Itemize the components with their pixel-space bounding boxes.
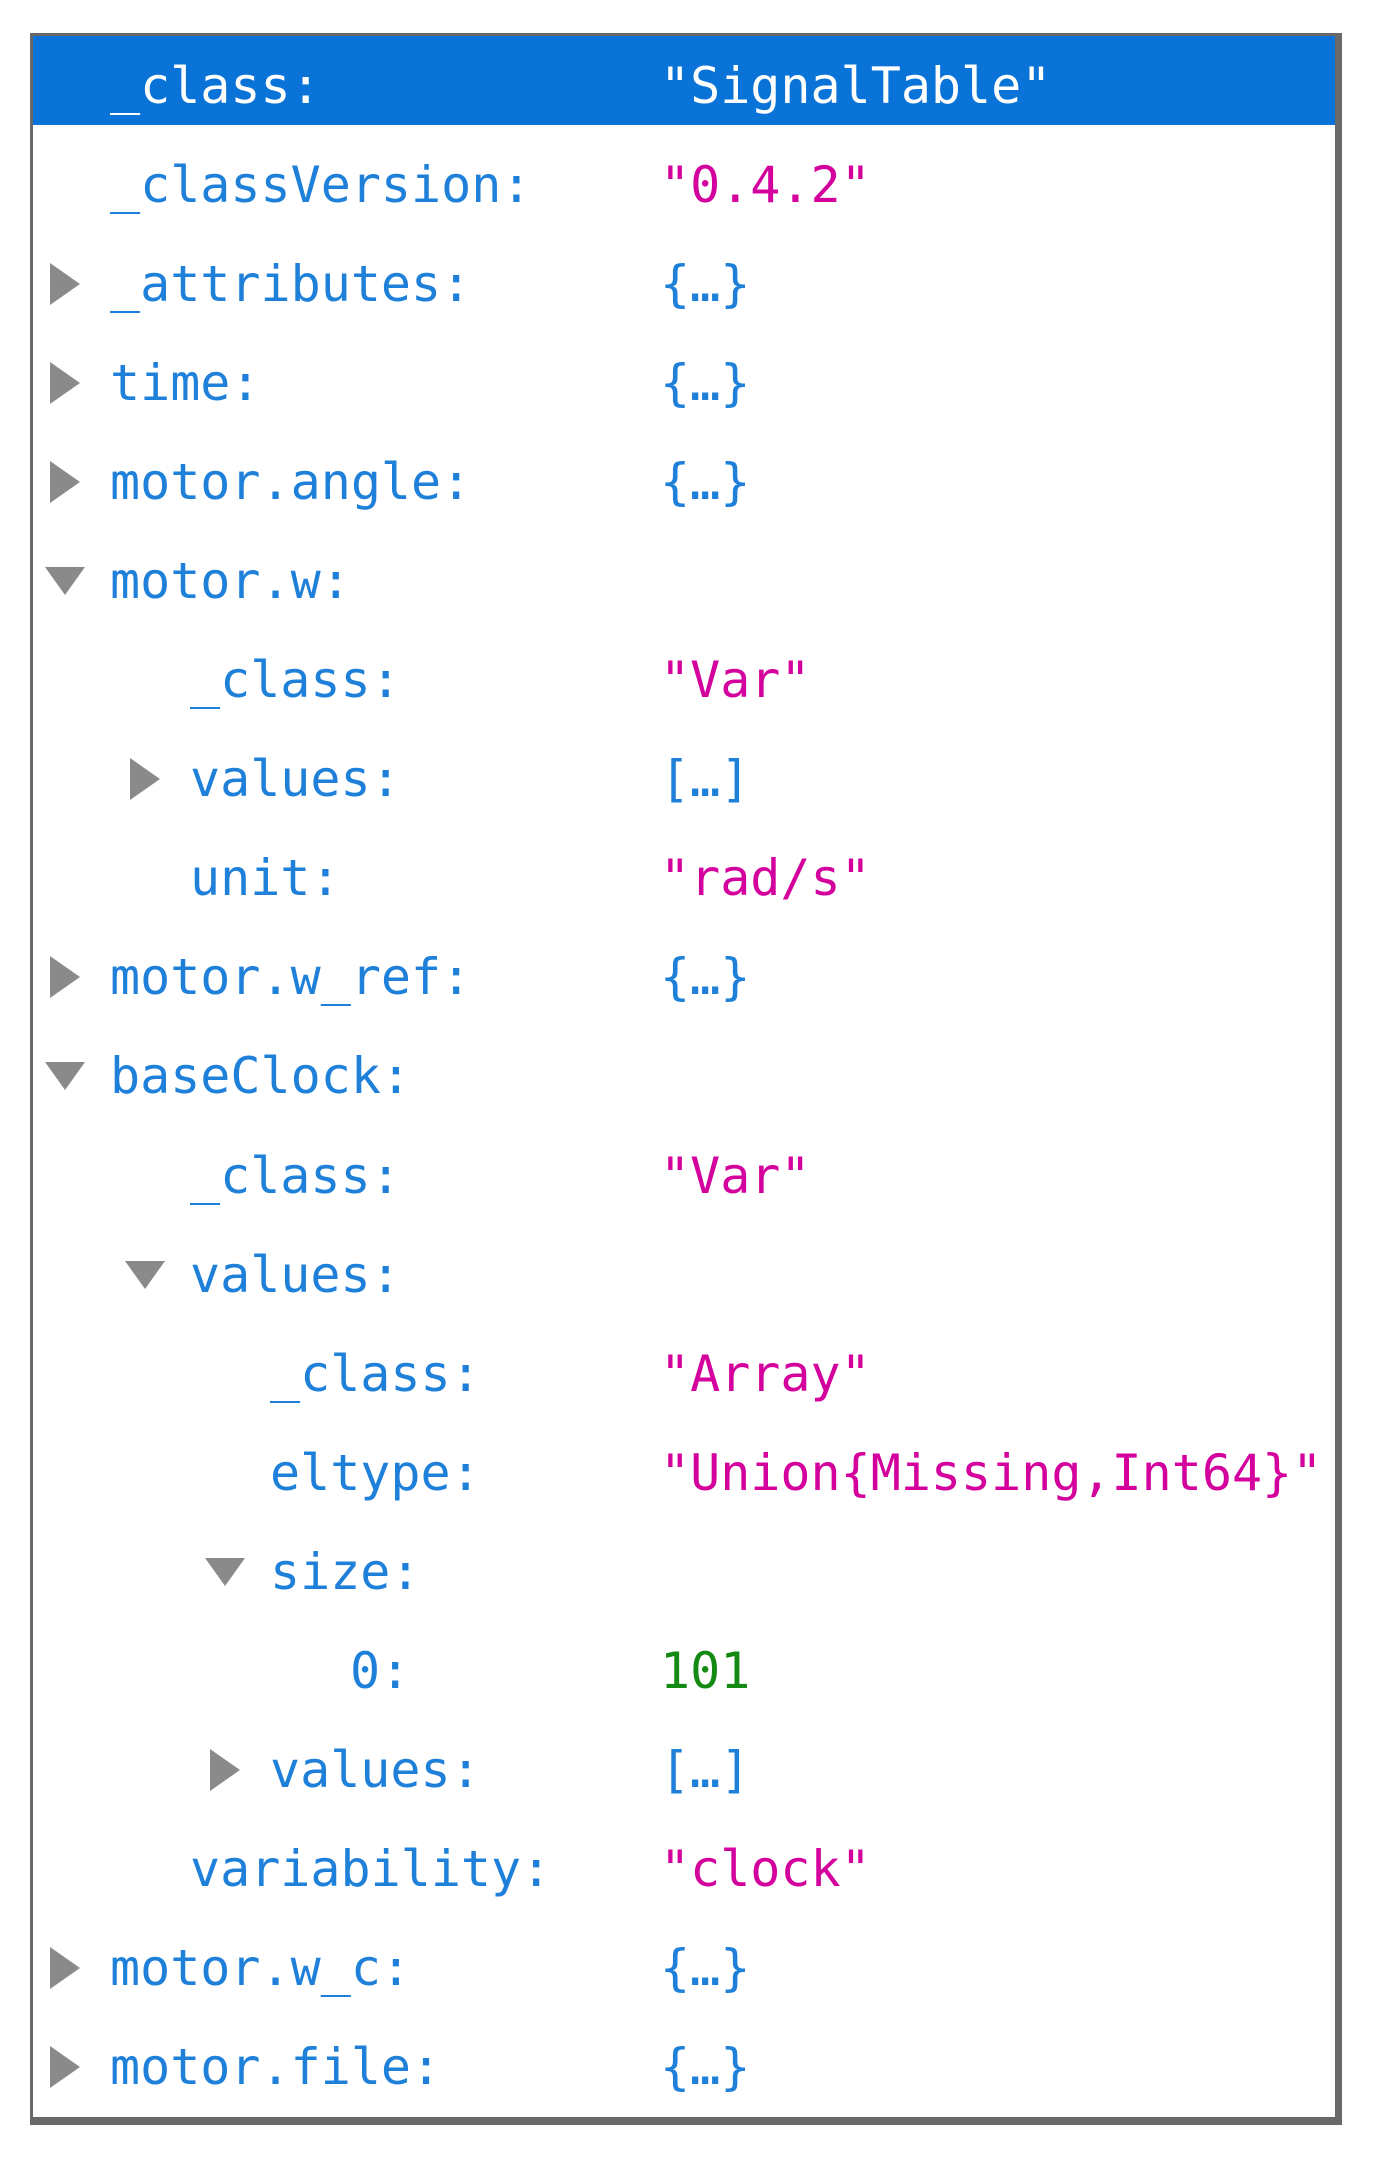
tree-row[interactable]: values: […]: [33, 1721, 1335, 1820]
node-value: "Array": [660, 1344, 871, 1403]
node-key: baseClock:: [110, 1047, 412, 1106]
tree-row[interactable]: motor.w:: [33, 531, 1335, 630]
node-value: {…}: [660, 254, 751, 313]
tree-row[interactable]: values: […]: [33, 730, 1335, 829]
node-key: _class:: [110, 56, 321, 115]
node-value: […]: [660, 750, 751, 809]
tree-row[interactable]: _class: "Var": [33, 631, 1335, 730]
node-key: unit:: [190, 849, 341, 908]
node-key: _classVersion:: [110, 155, 532, 214]
node-key: motor.w:: [110, 552, 351, 611]
node-value: {…}: [660, 2038, 751, 2097]
json-tree-panel: _class: "SignalTable" _classVersion: "0.…: [30, 33, 1342, 2125]
node-key: 0:: [350, 1642, 411, 1701]
node-value: {…}: [660, 948, 751, 1007]
node-value: "rad/s": [660, 849, 871, 908]
node-key: _class:: [190, 1146, 401, 1205]
node-key: _class:: [270, 1344, 481, 1403]
tree-row[interactable]: time: {…}: [33, 333, 1335, 432]
node-value: "0.4.2": [660, 155, 871, 214]
tree-row[interactable]: baseClock:: [33, 1027, 1335, 1126]
chevron-right-icon[interactable]: [45, 1919, 85, 2018]
node-value: […]: [660, 1741, 751, 1800]
chevron-right-icon[interactable]: [45, 2018, 85, 2117]
node-key: _attributes:: [110, 254, 472, 313]
tree-row[interactable]: motor.w_c: {…}: [33, 1919, 1335, 2018]
tree-row[interactable]: motor.file: {…}: [33, 2018, 1335, 2117]
node-key: _class:: [190, 651, 401, 710]
node-value: "Var": [660, 651, 811, 710]
node-value: {…}: [660, 1939, 751, 1998]
chevron-right-icon[interactable]: [45, 333, 85, 432]
node-value: {…}: [660, 353, 751, 412]
chevron-right-icon[interactable]: [45, 234, 85, 333]
tree-row[interactable]: unit: "rad/s": [33, 829, 1335, 928]
tree-row[interactable]: values:: [33, 1225, 1335, 1324]
node-key: motor.w_ref:: [110, 948, 472, 1007]
chevron-down-icon[interactable]: [45, 1027, 85, 1126]
node-value: "SignalTable": [660, 56, 1052, 115]
node-key: motor.file:: [110, 2038, 442, 2097]
tree-row[interactable]: eltype: "Union{Missing,Int64}": [33, 1423, 1335, 1522]
node-value: {…}: [660, 452, 751, 511]
tree-row[interactable]: size:: [33, 1522, 1335, 1621]
tree-row[interactable]: 0: 101: [33, 1622, 1335, 1721]
node-key: values:: [270, 1741, 481, 1800]
chevron-right-icon[interactable]: [45, 432, 85, 531]
node-value: "Union{Missing,Int64}": [660, 1443, 1323, 1502]
chevron-right-icon[interactable]: [205, 1721, 245, 1820]
tree-row[interactable]: _class: "Array": [33, 1324, 1335, 1423]
node-key: variability:: [190, 1840, 552, 1899]
node-key: values:: [190, 1245, 401, 1304]
tree-row[interactable]: motor.angle: {…}: [33, 432, 1335, 531]
tree-row[interactable]: motor.w_ref: {…}: [33, 928, 1335, 1027]
chevron-down-icon[interactable]: [45, 531, 85, 630]
node-key: values:: [190, 750, 401, 809]
node-value: "clock": [660, 1840, 871, 1899]
node-key: motor.angle:: [110, 452, 472, 511]
tree-row[interactable]: variability: "clock": [33, 1820, 1335, 1919]
node-value: 101: [660, 1642, 751, 1701]
node-key: time:: [110, 353, 261, 412]
chevron-right-icon[interactable]: [125, 730, 165, 829]
tree-row[interactable]: _attributes: {…}: [33, 234, 1335, 333]
node-key: eltype:: [270, 1443, 481, 1502]
tree-row[interactable]: _class: "Var": [33, 1126, 1335, 1225]
node-key: motor.w_c:: [110, 1939, 412, 1998]
chevron-right-icon[interactable]: [45, 928, 85, 1027]
node-key: size:: [270, 1542, 421, 1601]
tree-row[interactable]: _classVersion: "0.4.2": [33, 135, 1335, 234]
chevron-down-icon[interactable]: [205, 1522, 245, 1621]
node-value: "Var": [660, 1146, 811, 1205]
tree-row[interactable]: _class: "SignalTable": [33, 36, 1335, 136]
chevron-down-icon[interactable]: [125, 1225, 165, 1324]
